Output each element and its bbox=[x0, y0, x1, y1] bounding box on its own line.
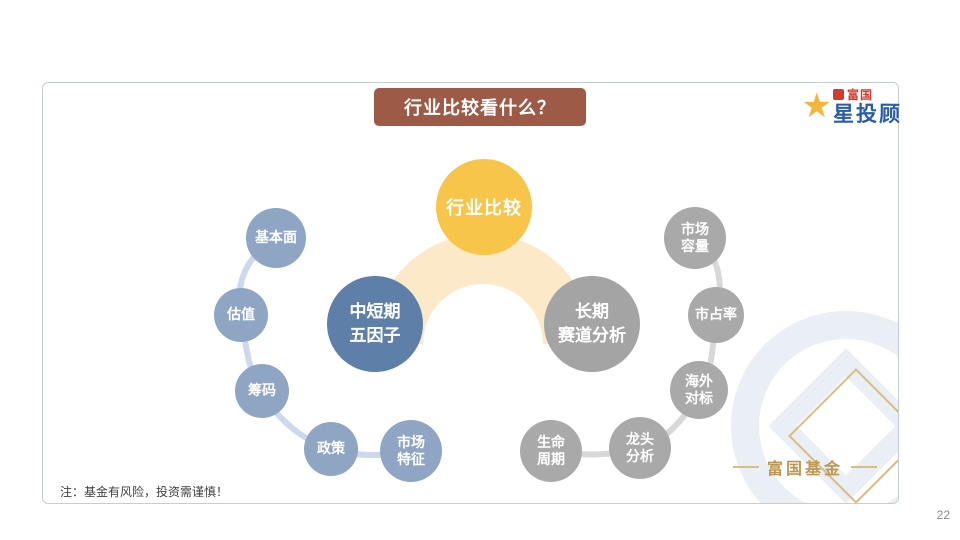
node-industry-comparison: 行业比较 bbox=[436, 159, 532, 255]
node-valuation: 估值 bbox=[214, 288, 268, 342]
node-overseas-benchmark: 海外 对标 bbox=[670, 361, 728, 419]
node-market-capacity: 市场 容量 bbox=[664, 207, 726, 269]
brand-name-small: 富国 bbox=[847, 88, 874, 102]
node-life-cycle: 生命 周期 bbox=[520, 420, 582, 482]
node-chips: 筹码 bbox=[235, 364, 289, 418]
brand-name-main: 星投顾 bbox=[833, 103, 902, 126]
brand-top-row: 富国 bbox=[833, 86, 873, 103]
page-title: 行业比较看什么？ bbox=[374, 88, 586, 126]
node-longterm-track-analysis: 长期 赛道分析 bbox=[544, 276, 640, 372]
node-market-share: 市占率 bbox=[688, 287, 744, 343]
watermark-text-row: 富国基金 bbox=[733, 455, 878, 479]
node-market-characteristics: 市场 特征 bbox=[380, 420, 442, 482]
watermark-line-left bbox=[733, 466, 759, 468]
node-fundamentals: 基本面 bbox=[246, 208, 306, 268]
watermark-line-right bbox=[851, 466, 878, 468]
brand-logo: ★ 富国 星投顾 bbox=[802, 86, 902, 127]
brand-square-icon bbox=[833, 89, 844, 100]
node-midshort-five-factors: 中短期 五因子 bbox=[327, 276, 423, 372]
risk-disclaimer: 注：基金有风险，投资需谨慎！ bbox=[60, 485, 229, 499]
brand-logo-text: 富国 星投顾 bbox=[833, 86, 902, 127]
node-policy: 政策 bbox=[304, 422, 358, 476]
star-icon: ★ bbox=[801, 87, 832, 125]
page-number: 22 bbox=[936, 508, 950, 522]
watermark-text: 富国基金 bbox=[767, 461, 844, 478]
slide-frame: 富国基金 bbox=[42, 82, 899, 504]
node-leader-analysis: 龙头 分析 bbox=[609, 417, 671, 479]
